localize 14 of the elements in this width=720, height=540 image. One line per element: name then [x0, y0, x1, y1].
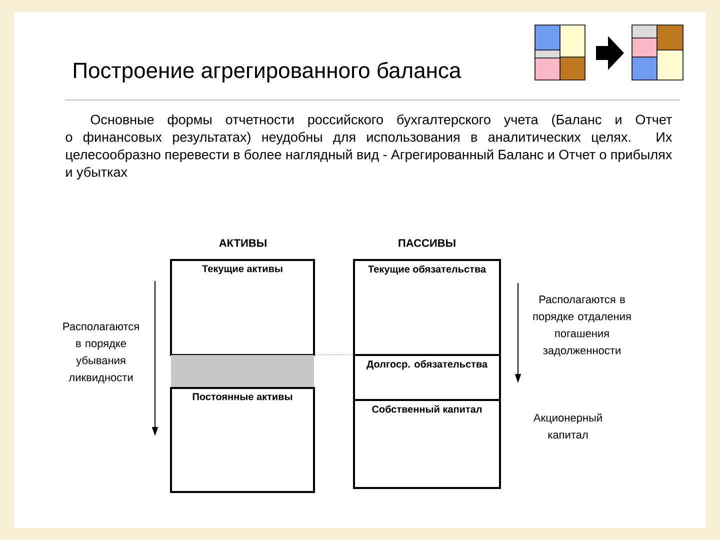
column-heading: АКТИВЫ — [219, 239, 266, 247]
intro-paragraph: Основные формы отчетности российского бухгалтерского учета (Баланс и Отчет о финансовых результатах) неудобны для использования в аналитических целях. Их целесообразно перевести в более наглядный вид - Агрегированный Баланс и Отчет о прибылях и убытках — [66, 114, 672, 180]
note-text: Акционерный капитал — [533, 413, 602, 439]
section-box: Текущие активы — [170, 259, 315, 356]
shaded-band — [171, 355, 314, 388]
connector-line — [314, 354, 354, 355]
title: Построение агрегированного баланса — [74, 62, 462, 83]
section-box: Текущие обязательства — [353, 259, 501, 356]
section-box: Постоянные активы — [170, 387, 315, 493]
note-text: Располагаются в порядке убывания ликвидности — [63, 322, 139, 384]
section-box: Долгоср. обязательства — [353, 354, 501, 401]
column-heading: ПАССИВЫ — [398, 239, 456, 247]
section-box: Собственный капитал — [353, 399, 501, 489]
note-text: Располагаются в порядке отдаления погашения задолженности — [533, 296, 631, 356]
